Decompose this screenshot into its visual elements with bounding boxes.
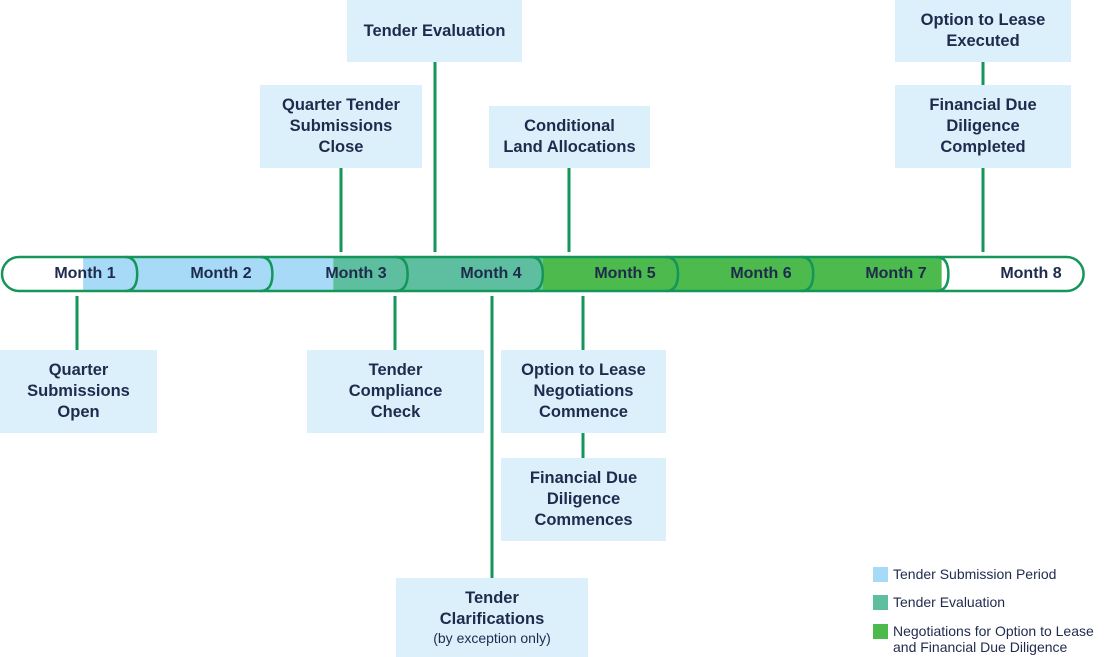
month-separator [936, 255, 950, 293]
month-separator [260, 255, 274, 293]
milestone-text: Submissions [289, 117, 393, 135]
milestone-text: Open [57, 403, 100, 421]
month-label: Month 6 [730, 265, 792, 282]
phase-fill-tender-submission [83, 257, 334, 291]
legend-swatch [873, 624, 888, 639]
legend-label: Tender Submission Period [893, 566, 1057, 582]
month-separator [530, 255, 545, 293]
milestone-quarter-open: Quarter Submissions Open [0, 350, 157, 433]
legend-label: Negotiations for Option to Lease and Fin… [893, 623, 1094, 655]
month-separator [665, 255, 680, 293]
legend-item-tender-submission: Tender Submission Period [873, 566, 1056, 582]
phase-fills [83, 257, 942, 291]
milestone-text: Financial Due [929, 96, 1037, 114]
milestone-text: Tender [465, 589, 519, 607]
milestone-text: Diligence [946, 117, 1020, 135]
milestone-text: Completed [940, 138, 1026, 156]
legend-swatch [873, 595, 888, 610]
month-label: Month 8 [1000, 265, 1062, 282]
milestone-text: Option to Lease [920, 11, 1046, 29]
month-label: Month 3 [325, 265, 387, 282]
phase-fill-negotiations [542, 257, 942, 291]
milestone-text: Option to Lease [521, 361, 646, 379]
milestone-financial-completed: Financial Due Diligence Completed [895, 85, 1071, 168]
milestone-text: Commences [534, 511, 633, 529]
milestone-text: Quarter [48, 361, 109, 379]
milestone-text: Compliance [348, 382, 443, 400]
milestone-text: Quarter Tender [282, 96, 400, 114]
legend-label: Tender Evaluation [893, 594, 1006, 610]
connector-lines [75, 62, 985, 578]
month-segments [0, 255, 1085, 293]
milestone-text: Executed [946, 32, 1020, 50]
legend-label-line: and Financial Due Diligence [893, 639, 1068, 655]
milestone-quarter-close: Quarter Tender Submissions Close [260, 85, 422, 168]
milestone-text: Financial Due [529, 469, 638, 487]
milestone-text: Land Allocations [503, 138, 636, 156]
milestone-text: Commence [539, 403, 628, 421]
month-separator [125, 255, 139, 293]
month-separator [801, 255, 815, 293]
milestone-text: Close [318, 138, 364, 156]
milestone-negotiations-commence: Option to Lease Negotiations Commence [501, 350, 666, 433]
milestone-text: Tender [368, 361, 423, 379]
milestone-tender-evaluation: Tender Evaluation [347, 0, 522, 62]
phase-fill-tender-evaluation [333, 257, 543, 291]
month-label: Month 2 [190, 265, 252, 282]
milestone-clarifications: Tender Clarifications (by exception only… [396, 578, 588, 657]
milestone-text: Check [370, 403, 421, 421]
milestone-text: Tender Evaluation [363, 21, 506, 40]
milestone-text: Conditional [524, 117, 615, 135]
milestone-compliance-check: Tender Compliance Check [307, 350, 484, 433]
legend-item-tender-evaluation: Tender Evaluation [873, 594, 1005, 610]
milestone-option-executed: Option to Lease Executed [895, 0, 1071, 62]
month-label: Month 5 [594, 265, 656, 282]
milestone-note: (by exception only) [433, 630, 551, 646]
legend-item-negotiations: Negotiations for Option to Lease and Fin… [873, 623, 1094, 655]
timeline-bar-outline [0, 255, 1085, 293]
month-separator [395, 255, 409, 293]
month-label: Month 1 [54, 265, 116, 282]
month-label: Month 4 [460, 265, 522, 282]
month-label: Month 7 [865, 265, 927, 282]
milestone-text: Clarifications [439, 610, 545, 628]
legend-label-line: Negotiations for Option to Lease [893, 623, 1094, 639]
milestone-text: Submissions [27, 382, 130, 400]
milestone-text: Diligence [546, 490, 621, 508]
milestone-financial-commences: Financial Due Diligence Commences [501, 458, 666, 541]
milestone-conditional-land: Conditional Land Allocations [489, 106, 650, 168]
legend-swatch [873, 567, 888, 582]
milestone-text: Negotiations [533, 382, 634, 400]
